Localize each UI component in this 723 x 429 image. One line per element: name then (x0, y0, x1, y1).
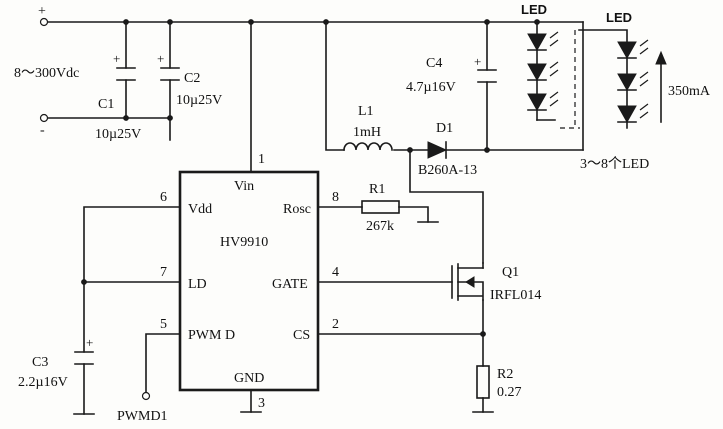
q1-name: Q1 (502, 265, 519, 280)
pin-vdd-label: Vdd (188, 202, 212, 217)
pin-rosc-num: 8 (332, 190, 339, 205)
led-string-2: LED (606, 10, 649, 124)
svg-text:+: + (474, 54, 481, 69)
capacitor-c4: + C4 4.7µ16V (406, 54, 497, 95)
r1-value: 267k (366, 219, 394, 234)
capacitor-c1: + C1 10µ25V (95, 51, 141, 142)
capacitor-c3: + C3 2.2µ16V (18, 335, 95, 415)
c2-name: C2 (184, 71, 200, 86)
c2-value: 10µ25V (176, 93, 222, 108)
input-plus-label: + (38, 4, 46, 19)
diode-d1: D1 B260A-13 (418, 121, 477, 178)
c4-name: C4 (426, 56, 442, 71)
l1-value: 1mH (353, 125, 381, 140)
input-terminals: + - 8～300Vdc (14, 4, 79, 138)
c1-value: 10µ25V (95, 127, 141, 142)
pin-vin-num: 1 (258, 152, 265, 167)
r2-name: R2 (497, 367, 513, 382)
pin-gnd-label: GND (234, 371, 264, 386)
capacitor-c2: + C2 10µ25V (157, 51, 222, 108)
led-count-label: 3～8个LED (580, 156, 649, 172)
d1-part: B260A-13 (418, 163, 477, 178)
pin-gate-label: GATE (272, 277, 308, 292)
resistor-r1: R1 267k (361, 182, 439, 234)
c4-value: 4.7µ16V (406, 80, 456, 95)
pin-vdd-num: 6 (160, 190, 167, 205)
led-current-label: 350mA (668, 84, 711, 99)
svg-text:+: + (86, 335, 93, 350)
r2-value: 0.27 (497, 385, 522, 400)
current-indicator: 350mA (655, 50, 711, 123)
input-minus-label: - (40, 123, 45, 138)
c3-value: 2.2µ16V (18, 375, 68, 390)
inductor-l1: L1 1mH (343, 104, 393, 151)
l1-name: L1 (358, 104, 374, 119)
pin-ld-num: 7 (160, 265, 167, 280)
ic-hv9910: HV9910 Vin Vdd LD PWM D GND Rosc GATE CS… (160, 152, 339, 411)
pin-rosc-label: Rosc (283, 202, 311, 217)
c1-name: C1 (98, 97, 114, 112)
pwmd-terminal: PWMD1 (117, 391, 168, 424)
r1-name: R1 (369, 182, 385, 197)
input-voltage-label: 8～300Vdc (14, 66, 79, 81)
pwmd-terminal-label: PWMD1 (117, 409, 168, 424)
led-string-1: LED (521, 2, 580, 129)
svg-text:+: + (113, 51, 120, 66)
pin-pwmd-label: PWM D (188, 328, 235, 343)
svg-text:+: + (157, 51, 164, 66)
c3-name: C3 (32, 355, 48, 370)
pin-vin-label: Vin (234, 179, 254, 194)
pin-gate-num: 4 (332, 265, 339, 280)
pin-cs-num: 2 (332, 317, 339, 332)
pin-cs-label: CS (293, 328, 310, 343)
pin-ld-label: LD (188, 277, 207, 292)
mosfet-q1: Q1 IRFL014 (451, 262, 541, 303)
led-label-right: LED (606, 10, 632, 25)
pin-gnd-num: 3 (258, 396, 265, 411)
junction-dots (81, 19, 540, 337)
q1-part: IRFL014 (490, 288, 541, 303)
resistor-r2: R2 0.27 (472, 365, 522, 413)
led-label-left: LED (521, 2, 547, 17)
pin-pwmd-num: 5 (160, 317, 167, 332)
d1-name: D1 (436, 121, 453, 136)
ic-part-label: HV9910 (220, 235, 268, 250)
